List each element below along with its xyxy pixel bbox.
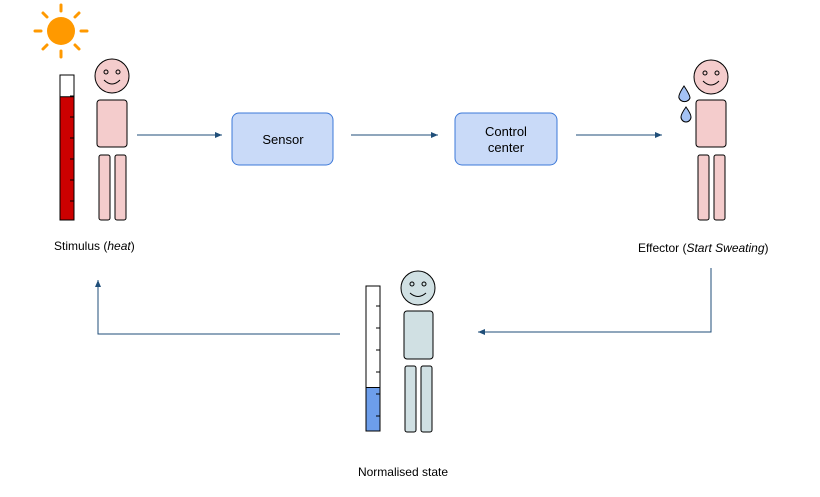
sweat-drop-icon — [678, 85, 692, 123]
stimulus-caption: Stimulus (heat) — [54, 239, 135, 253]
control-center-box: Control center — [454, 112, 558, 166]
thermometer-fill-hot — [59, 96, 75, 221]
control-label-line2: center — [488, 140, 525, 155]
sensor-label: Sensor — [262, 132, 304, 147]
effector-caption: Effector (Start Sweating) — [638, 241, 769, 255]
sensor-box: Sensor — [231, 112, 334, 166]
arrow-to-stimulus — [95, 280, 340, 335]
thermometer-fill-normal — [365, 387, 381, 432]
person-icon — [94, 58, 130, 221]
person-icon — [400, 270, 436, 433]
control-label-line1: Control — [485, 124, 527, 139]
sun-icon — [33, 3, 89, 59]
arrow-to-normalised — [478, 268, 712, 335]
thermometer-icon — [59, 74, 75, 221]
thermometer-icon — [365, 285, 381, 432]
person-icon — [693, 59, 729, 221]
normalised-caption: Normalised state — [358, 465, 448, 479]
